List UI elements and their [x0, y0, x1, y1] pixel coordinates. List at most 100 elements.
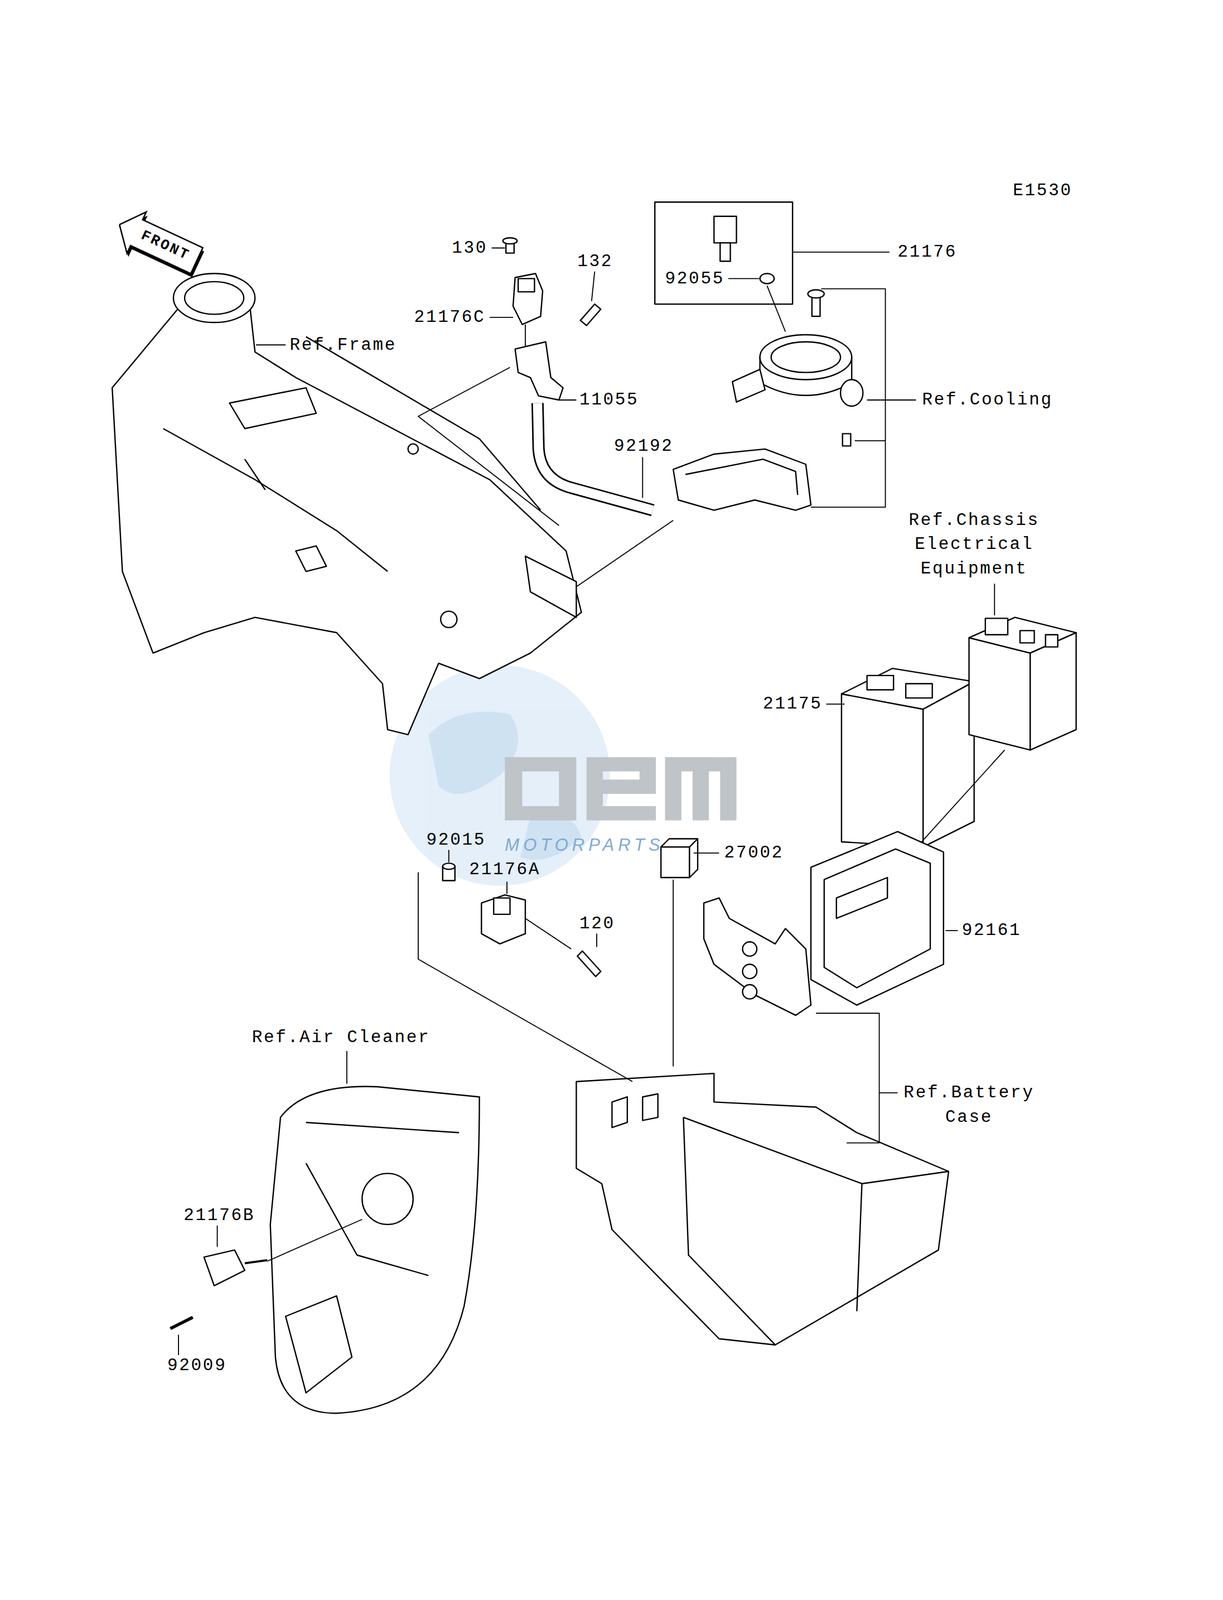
callout-number: 27002 [724, 840, 785, 865]
battery-case-drawing [673, 852, 719, 1066]
frame-drawing [173, 273, 255, 323]
ecu-drawing [826, 583, 995, 704]
watermark: MOTORPARTS [504, 832, 664, 857]
leader-line [255, 247, 890, 498]
drawing-code: E1530 [1012, 178, 1073, 203]
ecu-drawing [1020, 630, 1035, 643]
thermostat-housing-drawing [654, 201, 793, 304]
callout-number: 132 [577, 249, 613, 274]
air-cleaner-drawing [204, 1249, 245, 1286]
callout-number: 21176B [183, 1202, 255, 1227]
frame-drawing [295, 545, 327, 572]
sensor-bracket-drawing [503, 237, 518, 244]
reference-label: Ref.Frame [289, 332, 397, 357]
frame-drawing [163, 428, 388, 572]
frame-drawing [440, 611, 457, 628]
reference-label: Ref.Chassis Electrical Equipment [902, 508, 1046, 581]
air-cleaner-drawing [285, 1295, 352, 1393]
ecu-drawing [810, 583, 1077, 1005]
thermostat-housing-drawing [766, 285, 786, 332]
thermostat-housing-drawing [840, 379, 863, 406]
thermostat-housing-drawing [810, 288, 916, 507]
sensor-bracket-drawing [537, 403, 654, 511]
battery-case-drawing [660, 846, 690, 878]
thermostat-housing-drawing [732, 369, 766, 403]
ecu-drawing [824, 848, 931, 988]
air-cleaner-drawing [170, 1316, 193, 1328]
ecu-drawing [985, 617, 1008, 635]
thermostat-housing-drawing [685, 458, 798, 495]
sensor-bracket-drawing [418, 237, 654, 526]
callout-number: 92192 [614, 433, 674, 458]
ecu-drawing [1030, 632, 1076, 750]
watermark-logo [389, 665, 737, 886]
thermostat-housing-drawing [673, 448, 811, 511]
battery-case-drawing [742, 963, 758, 979]
frame-drawing [112, 273, 582, 735]
thermostat-housing-drawing [760, 273, 775, 284]
callout-number: 92009 [167, 1352, 227, 1377]
battery-case-drawing [683, 1117, 949, 1345]
sensor-bracket-drawing [515, 341, 564, 400]
thermostat-housing-drawing [771, 341, 841, 373]
reference-label: Ref.Air Cleaner [252, 1025, 431, 1050]
battery-case-drawing [493, 897, 510, 915]
air-cleaner-drawing [361, 1172, 413, 1224]
battery-case-drawing [660, 838, 698, 878]
air-cleaner-drawing [244, 1259, 268, 1263]
battery-case-drawing [577, 950, 601, 977]
sensor-bracket-drawing [513, 273, 543, 325]
reference-label: Ref.Battery Case [897, 1080, 1041, 1129]
sensor-bracket-drawing [537, 403, 654, 511]
callout-number: 11055 [579, 387, 640, 412]
watermark-logo [665, 756, 737, 820]
callout-number: 120 [579, 911, 616, 936]
battery-case-drawing [576, 1072, 949, 1345]
ecu-drawing [836, 877, 888, 918]
battery-case-drawing [611, 1093, 658, 1128]
callout-number: 130 [451, 235, 488, 260]
thermostat-housing-drawing [842, 433, 852, 446]
leader-line [255, 247, 890, 498]
battery-case-drawing [742, 984, 758, 999]
ecu-drawing [945, 929, 959, 931]
ecu-drawing [1045, 634, 1058, 647]
battery-case-drawing [481, 894, 526, 944]
frame-drawing [408, 443, 419, 454]
watermark-logo [428, 711, 519, 794]
thermostat-housing-drawing [808, 289, 825, 298]
frame-drawing [229, 387, 317, 429]
ecu-drawing [922, 681, 974, 847]
front-arrow: FRONT [109, 204, 207, 282]
ecu-drawing [867, 675, 894, 690]
sensor-bracket-drawing [580, 303, 602, 326]
ecu-drawing [905, 683, 933, 698]
watermark-logo [586, 756, 656, 820]
callout-number: 92015 [426, 827, 487, 852]
reference-label: Ref.Cooling [921, 387, 1053, 412]
thermostat-housing-drawing [576, 520, 674, 587]
thermostat-housing-drawing [760, 334, 853, 380]
battery-case-drawing [815, 1012, 898, 1143]
sensor-bracket-drawing [418, 324, 559, 526]
watermark-logo [504, 756, 577, 820]
frame-drawing [184, 281, 244, 315]
battery-case-drawing [742, 941, 758, 956]
air-cleaner-drawing [270, 1085, 480, 1413]
thermostat-housing-drawing [713, 216, 737, 244]
callout-number: 21176 [897, 239, 958, 264]
callout-number: 92055 [665, 266, 725, 291]
frame-drawing [244, 458, 266, 490]
thermostat-housing-drawing [576, 201, 916, 587]
battery-case-drawing [703, 897, 811, 1015]
callout-number: 92161 [962, 917, 1022, 942]
ecu-drawing [810, 831, 944, 1005]
callout-number: 21176C [414, 305, 486, 330]
battery-case-drawing [418, 838, 949, 1345]
ecu-drawing [969, 637, 1031, 750]
thermostat-housing-drawing [719, 242, 731, 261]
air-cleaner-drawing [178, 1050, 362, 1355]
arrow-outline [109, 204, 207, 282]
battery-case-drawing [418, 872, 633, 1082]
